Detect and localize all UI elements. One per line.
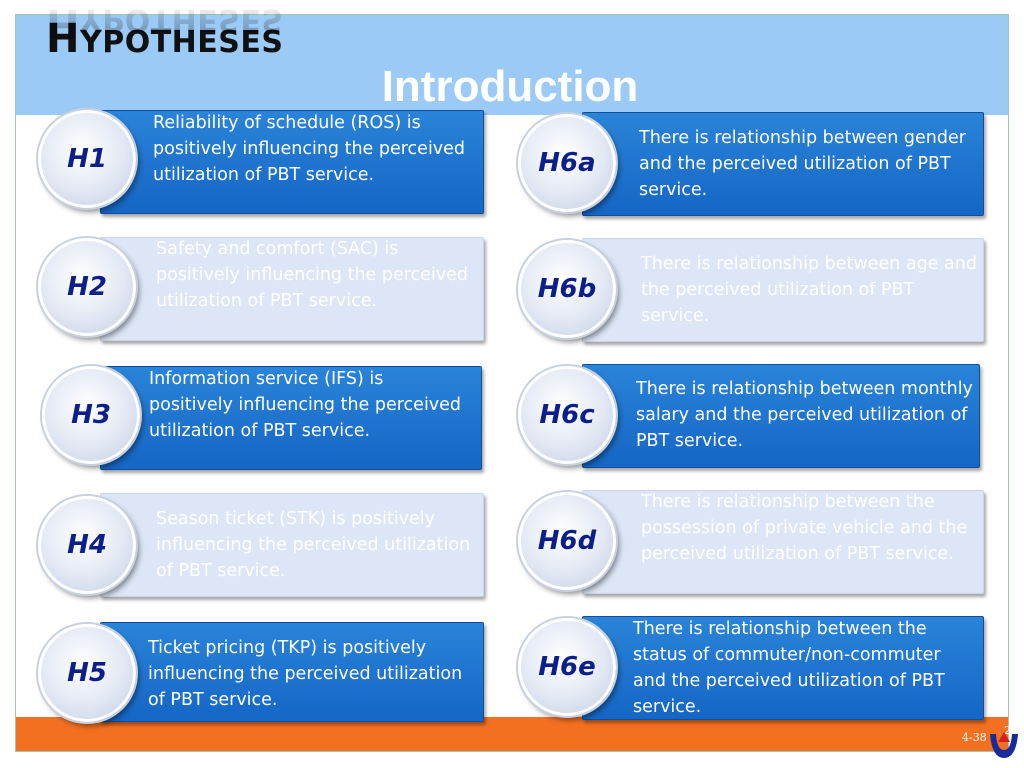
hypothesis-label: H6b — [537, 274, 597, 304]
top-band — [16, 15, 1008, 115]
hypothesis-text: There is relationship between gender and… — [639, 128, 966, 200]
hypothesis-text: There is relationship between age and th… — [641, 254, 977, 326]
hypothesis-badge: H6a — [518, 114, 616, 212]
hypothesis-text: There is relationship between the status… — [633, 619, 945, 717]
slide-title: Hypotheses — [46, 16, 284, 62]
hypothesis-label: H6a — [538, 148, 596, 178]
hypothesis-text: Ticket pricing (TKP) is positively influ… — [148, 638, 463, 710]
hypothesis-badge: H6e — [518, 618, 616, 716]
page-number-extra: 2 — [1004, 724, 1011, 737]
hypothesis-badge: H6d — [518, 492, 616, 590]
hypothesis-text: Reliability of schedule (ROS) is positiv… — [153, 113, 466, 185]
hypothesis-label: H1 — [67, 144, 107, 174]
hypothesis-box: Reliability of schedule (ROS) is positiv… — [100, 110, 484, 214]
slide-title-reflection: HYPOTHESES — [46, 0, 284, 46]
hypothesis-label: H3 — [71, 400, 111, 430]
hypothesis-badge: H4 — [38, 496, 136, 594]
hypothesis-text: Information service (IFS) is positively … — [149, 369, 462, 441]
hypothesis-label: H6c — [539, 400, 595, 430]
hypothesis-box: There is relationship between the posses… — [582, 490, 984, 594]
university-logo-icon — [990, 732, 1018, 758]
hypothesis-box: Season ticket (STK) is positively influe… — [100, 493, 484, 597]
bottom-band — [16, 717, 1008, 751]
hypothesis-box: There is relationship between gender and… — [582, 112, 984, 216]
hypothesis-label: H6d — [537, 526, 597, 556]
hypothesis-box: Safety and comfort (SAC) is positively i… — [100, 237, 484, 341]
hypothesis-badge: H5 — [38, 624, 136, 722]
hypothesis-badge: H2 — [38, 238, 136, 336]
hypothesis-badge: H6c — [518, 366, 616, 464]
slide-subtitle: Introduction — [381, 62, 639, 111]
hypothesis-box: Information service (IFS) is positively … — [100, 366, 482, 470]
hypothesis-box: There is relationship between age and th… — [582, 238, 984, 342]
hypothesis-text: Safety and comfort (SAC) is positively i… — [156, 239, 469, 311]
hypothesis-text: There is relationship between monthly sa… — [636, 379, 973, 451]
hypothesis-badge: H3 — [42, 366, 140, 464]
hypothesis-label: H5 — [67, 658, 107, 688]
page-number: 4-38 — [962, 731, 987, 744]
hypothesis-label: H2 — [67, 272, 107, 302]
hypothesis-text: Season ticket (STK) is positively influe… — [156, 509, 471, 581]
hypothesis-box: There is relationship between monthly sa… — [582, 364, 980, 468]
hypothesis-box: There is relationship between the status… — [582, 616, 984, 720]
hypothesis-box: Ticket pricing (TKP) is positively influ… — [100, 622, 484, 722]
hypothesis-label: H4 — [67, 530, 107, 560]
hypothesis-badge: H1 — [38, 110, 136, 208]
hypothesis-label: H6e — [538, 652, 596, 682]
hypothesis-text: There is relationship between the posses… — [641, 492, 968, 564]
hypothesis-badge: H6b — [518, 240, 616, 338]
